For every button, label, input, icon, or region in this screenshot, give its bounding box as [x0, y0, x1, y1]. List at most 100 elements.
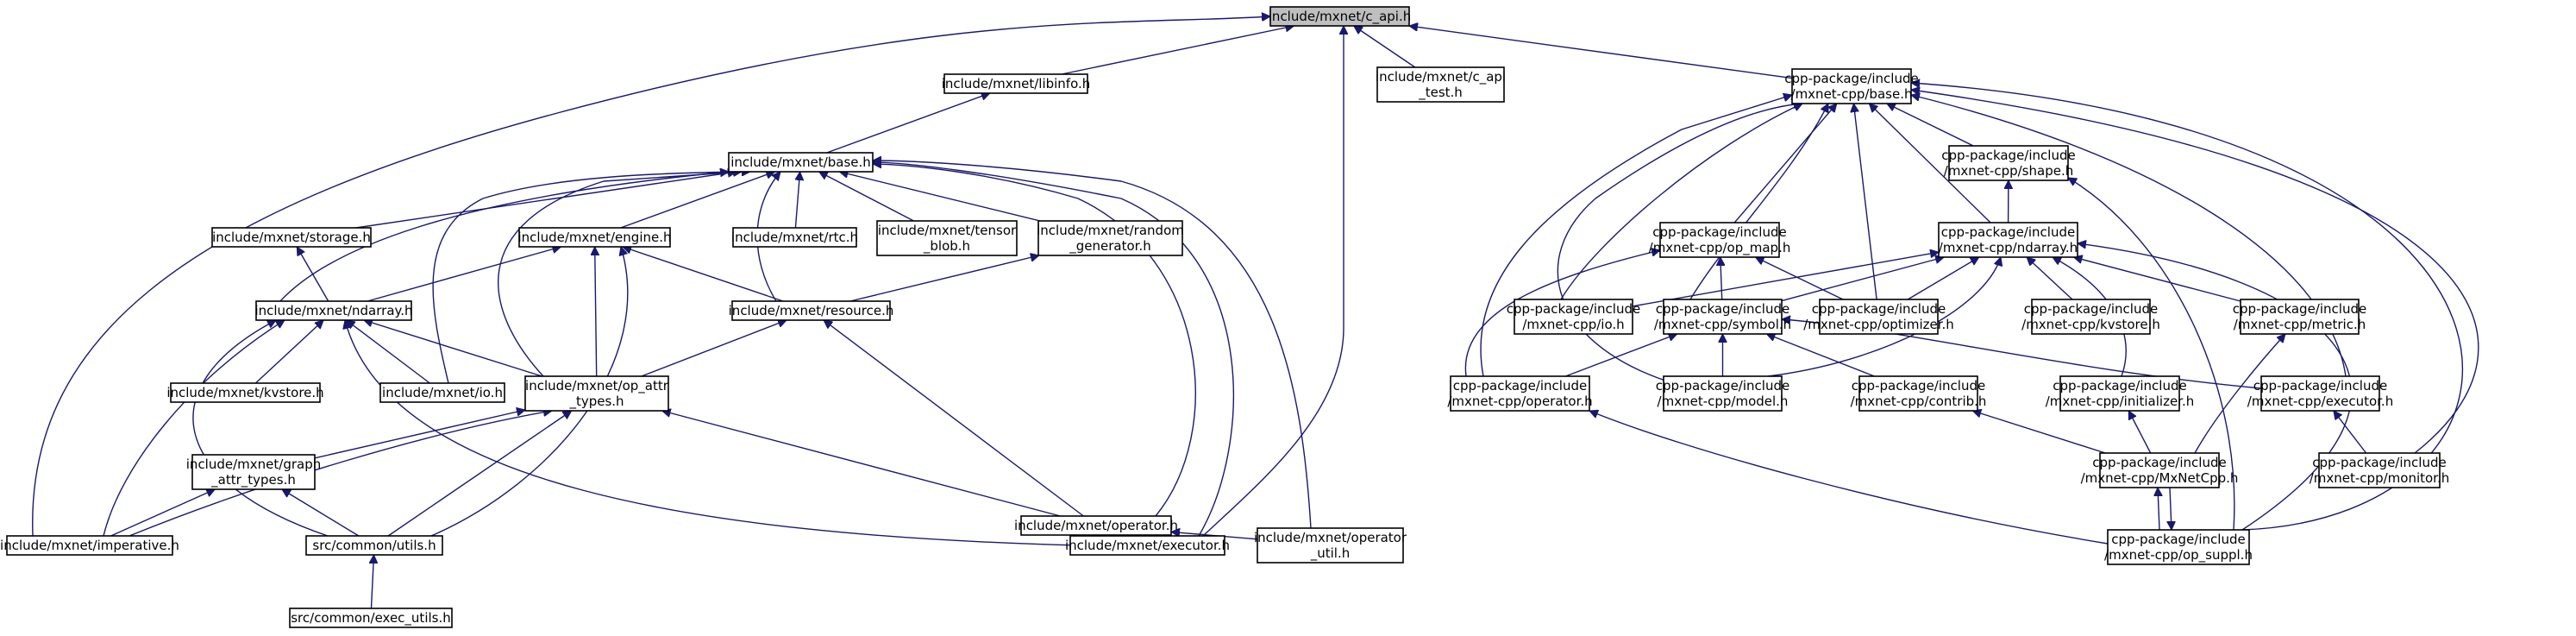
node-utils[interactable]: src/common/utils.h — [305, 535, 443, 556]
node-box — [1020, 515, 1172, 536]
node-label: /mxnet-cpp/base.h — [1791, 86, 1913, 102]
node-label: include/mxnet/engine.h — [518, 230, 672, 245]
node-resource[interactable]: include/mxnet/resource.h — [729, 300, 894, 321]
node-io[interactable]: include/mxnet/io.h — [379, 382, 505, 403]
node-label: include/mxnet/storage.h — [212, 230, 371, 245]
node-cpp-optimizer[interactable]: cpp-package/include/mxnet-cpp/optimizer.… — [1803, 299, 1954, 335]
node-cpp-contrib[interactable]: cpp-package/include/mxnet-cpp/contrib.h — [1851, 375, 1987, 412]
edge-op-attr-types-to-base — [498, 172, 742, 377]
node-kvstore[interactable]: include/mxnet/kvstore.h — [166, 382, 324, 403]
node-box — [170, 382, 321, 403]
node-executor[interactable]: include/mxnet/executor.h — [1065, 535, 1230, 556]
node-cpp-ndarray[interactable]: cpp-package/include/mxnet-cpp/ndarray.h — [1938, 222, 2078, 258]
node-label: include/mxnet/rtc.h — [731, 230, 858, 245]
edge-utils-to-graph-attr-types — [282, 488, 360, 537]
node-label: include/mxnet/io.h — [382, 385, 503, 400]
node-imperative[interactable]: include/mxnet/imperative.h — [0, 535, 179, 556]
node-cpp-symbol[interactable]: cpp-package/include/mxnet-cpp/symbol.h — [1654, 299, 1791, 335]
edge-cpp-op-map-to-cpp-base — [1733, 104, 1837, 224]
node-label: /mxnet-cpp/model.h — [1658, 394, 1789, 409]
edge-rtc-to-base — [794, 172, 799, 229]
edge-ndarray-to-base — [279, 172, 729, 302]
node-label: /mxnet-cpp/MxNetCpp.h — [2081, 470, 2239, 486]
node-base[interactable]: include/mxnet/base.h — [728, 152, 874, 173]
node-exec-utils[interactable]: src/common/exec_utils.h — [289, 608, 453, 628]
node-label: include/mxnet/operator — [1254, 530, 1407, 545]
node-label: cpp-package/include — [2233, 301, 2366, 317]
node-box — [1514, 299, 1633, 335]
edge-cpp-optimizer-to-cpp-ndarray — [1907, 256, 1979, 300]
node-label: include/mxnet/c_api.h — [1269, 9, 1411, 25]
edge-utils-to-op-attr-types — [387, 411, 572, 537]
node-label: cpp-package/include — [1941, 148, 2075, 163]
node-rtc[interactable]: include/mxnet/rtc.h — [731, 227, 858, 248]
node-box — [732, 227, 857, 248]
node-cpp-kvstore[interactable]: cpp-package/include/mxnet-cpp/kvstore.h — [2021, 299, 2160, 335]
node-engine[interactable]: include/mxnet/engine.h — [518, 227, 672, 248]
node-cpp-shape[interactable]: cpp-package/include/mxnet-cpp/shape.h — [1941, 145, 2076, 181]
node-label: /mxnet-cpp/metric.h — [2234, 317, 2366, 332]
node-box — [191, 454, 316, 490]
node-box — [1269, 6, 1410, 27]
edge-utils-to-engine — [430, 247, 629, 537]
edge-cpp-io-to-cpp-ndarray — [1632, 252, 1939, 307]
node-label: cpp-package/include — [1507, 301, 1640, 317]
node-box — [1938, 222, 2078, 258]
node-cpp-operator[interactable]: cpp-package/include/mxnet-cpp/operator.h — [1447, 375, 1593, 412]
node-cpp-MxNetCpp[interactable]: cpp-package/include/mxnet-cpp/MxNetCpp.h — [2081, 452, 2239, 488]
node-storage[interactable]: include/mxnet/storage.h — [211, 227, 372, 248]
node-operator[interactable]: include/mxnet/operator.h — [1014, 515, 1178, 536]
node-box — [1663, 375, 1783, 412]
node-cpp-op-map[interactable]: cpp-package/include/mxnet-cpp/op_map.h — [1649, 222, 1791, 258]
node-label: /mxnet-cpp/op_suppl.h — [2104, 547, 2253, 564]
node-cpp-monitor[interactable]: cpp-package/include/mxnet-cpp/monitor.h — [2310, 452, 2450, 488]
edge-cpp-op-suppl-to-cpp-operator — [1589, 411, 2109, 545]
edge-cpp-MxNetCpp-to-cpp-op-suppl — [2170, 487, 2172, 530]
node-label: cpp-package/include — [1656, 378, 1789, 394]
node-random-generator[interactable]: include/mxnet/random_generator.h — [1037, 220, 1184, 256]
edge-cpp-optimizer-to-cpp-op-map — [1756, 257, 1844, 300]
node-label: include/mxnet/random — [1037, 223, 1184, 238]
node-box — [1257, 527, 1404, 564]
edge-cpp-ndarray-to-cpp-base — [1869, 104, 1991, 224]
node-box — [2318, 452, 2441, 488]
node-label: cpp-package/include — [1852, 378, 1985, 394]
edge-random-generator-to-base — [839, 172, 1041, 222]
node-libinfo[interactable]: include/mxnet/libinfo.h — [942, 73, 1091, 94]
node-label: cpp-package/include — [2312, 455, 2446, 470]
edge-tensor-blob-to-base — [819, 171, 914, 222]
node-label: /mxnet-cpp/kvstore.h — [2021, 317, 2160, 332]
node-cpp-executor[interactable]: cpp-package/include/mxnet-cpp/executor.h — [2247, 375, 2393, 412]
node-label: include/mxnet/resource.h — [729, 303, 894, 318]
node-label: include/mxnet/operator.h — [1014, 518, 1178, 533]
edge-cpp-symbol-to-cpp-ndarray — [1781, 257, 1944, 302]
node-box — [2059, 375, 2180, 412]
node-cpp-initializer[interactable]: cpp-package/include/mxnet-cpp/initialize… — [2046, 375, 2195, 412]
node-tensor-blob[interactable]: include/mxnet/tensor_blob.h — [876, 220, 1018, 256]
node-op-attr-types[interactable]: include/mxnet/op_attr_types.h — [524, 375, 669, 412]
node-label: include/mxnet/kvstore.h — [166, 385, 323, 400]
edge-imperative-to-c-api — [32, 16, 1270, 537]
node-box — [731, 300, 891, 321]
node-label: _attr_types.h — [210, 472, 296, 488]
node-cpp-io[interactable]: cpp-package/include/mxnet-cpp/io.h — [1507, 299, 1640, 335]
edge-cpp-op-suppl-to-cpp-ndarray — [2078, 243, 2353, 531]
node-cpp-model[interactable]: cpp-package/include/mxnet-cpp/model.h — [1656, 375, 1789, 412]
edge-cpp-MxNetCpp-to-cpp-metric — [2194, 334, 2285, 454]
edge-operator-to-base — [873, 164, 1196, 517]
node-graph-attr-types[interactable]: include/mxnet/graph_attr_types.h — [186, 454, 321, 490]
node-label: _test.h — [1418, 85, 1463, 101]
node-cpp-metric[interactable]: cpp-package/include/mxnet-cpp/metric.h — [2233, 299, 2366, 335]
node-cpp-op-suppl[interactable]: cpp-package/include/mxnet-cpp/op_suppl.h — [2104, 529, 2253, 565]
node-c-api-test[interactable]: include/mxnet/c_api_test.h — [1376, 66, 1506, 103]
edge-op-attr-types-to-engine — [595, 247, 597, 377]
node-operator-util[interactable]: include/mxnet/operator_util.h — [1254, 527, 1407, 564]
node-label: cpp-package/include — [1784, 71, 1918, 86]
edge-base-to-libinfo — [826, 93, 990, 154]
node-cpp-base[interactable]: cpp-package/include/mxnet-cpp/base.h — [1784, 68, 1919, 104]
node-ndarray[interactable]: include/mxnet/ndarray.h — [254, 300, 413, 321]
node-box — [1376, 66, 1505, 103]
node-label: /mxnet-cpp/symbol.h — [1654, 317, 1791, 332]
edge-cpp-symbol-to-cpp-base — [1689, 104, 1829, 300]
edge-ndarray-to-storage — [296, 247, 329, 302]
